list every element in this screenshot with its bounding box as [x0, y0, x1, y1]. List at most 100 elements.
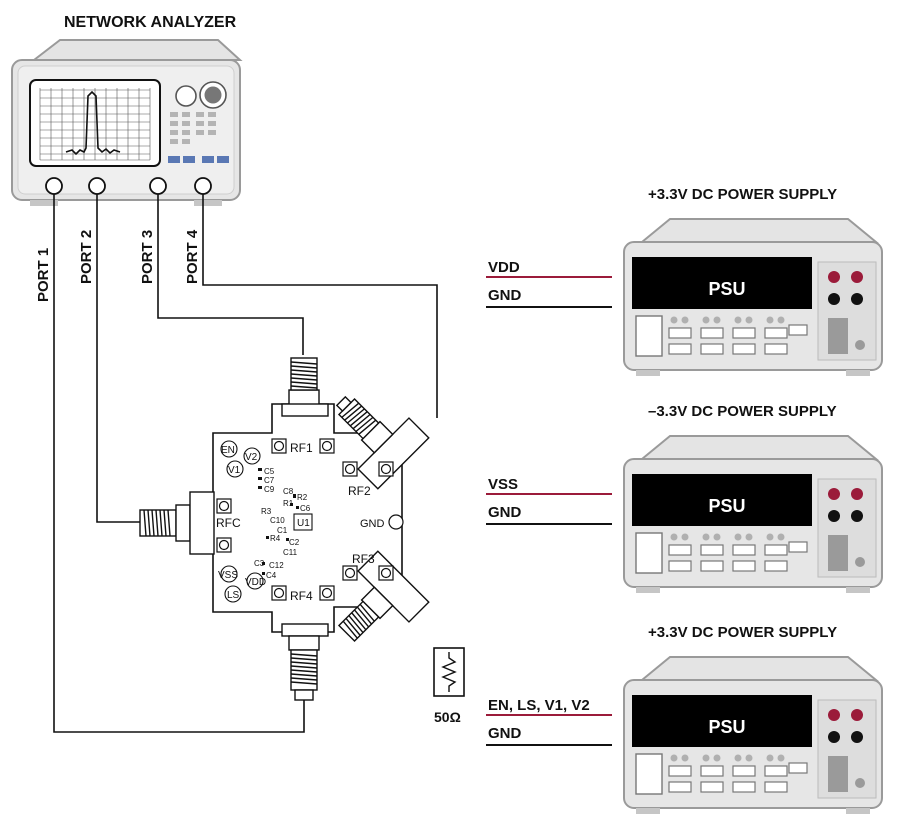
power-supply-1-keys[interactable]	[668, 324, 808, 355]
analyzer-port-3-connector[interactable]	[149, 177, 167, 195]
analyzer-top-handle	[31, 39, 243, 61]
rf2-sma-connector	[335, 395, 430, 490]
rf1-label: RF1	[290, 441, 313, 455]
port-4-label: PORT 4	[184, 229, 201, 284]
rf4-label: RF4	[290, 589, 313, 603]
network-analyzer-title: NETWORK ANALYZER	[64, 14, 237, 31]
power-supply-3: +3.3V DC POWER SUPPLY PSU EN, LS, V1, V2	[486, 624, 883, 814]
designator-r2: R2	[297, 493, 308, 502]
designator-c12: C12	[269, 561, 284, 570]
power-supply-3-red-terminal[interactable]	[851, 709, 863, 721]
rf3-label: RF3	[352, 552, 375, 566]
power-supply-3-screen-text: PSU	[708, 717, 745, 737]
power-supply-2-screen-text: PSU	[708, 496, 745, 516]
power-supply-3-red-terminal[interactable]	[828, 709, 840, 721]
pin-vdd: VDD	[245, 577, 266, 588]
cable-port-2-to-rfc	[96, 194, 140, 523]
power-supply-3-screen	[632, 695, 812, 747]
designator-u1: U1	[297, 518, 310, 529]
power-supply-1-switch[interactable]	[828, 318, 848, 354]
port-3-label: PORT 3	[139, 230, 156, 284]
power-supply-2-keys[interactable]	[668, 541, 808, 572]
power-supply-2-black-terminal[interactable]	[851, 510, 863, 522]
pin-vss: VSS	[218, 570, 238, 581]
rf4-sma-connector	[281, 623, 329, 701]
rf3-sma-connector	[337, 550, 430, 643]
power-supply-3-line2-label: GND	[488, 725, 522, 742]
cable-port-3-to-rf1	[157, 194, 304, 355]
power-supply-2-line1-label: VSS	[488, 476, 518, 493]
power-supply-1-title: +3.3V DC POWER SUPPLY	[648, 186, 837, 203]
designator-c4: C4	[266, 571, 277, 580]
power-supply-2-title: –3.3V DC POWER SUPPLY	[648, 403, 837, 420]
port-1-label: PORT 1	[35, 248, 52, 302]
designator-c7: C7	[264, 476, 275, 485]
power-supply-2-black-terminal[interactable]	[828, 510, 840, 522]
rf-cables	[53, 194, 438, 733]
designator-r1: R1	[283, 499, 294, 508]
power-supply-1-line1-label: VDD	[488, 259, 520, 276]
pin-v1: V1	[228, 465, 241, 476]
termination-label: 50Ω	[434, 709, 461, 725]
power-supply-1: +3.3V DC POWER SUPPLY PSU VDD GND	[486, 186, 883, 376]
termination-50-ohm: 50Ω	[433, 647, 465, 725]
analyzer-trace	[65, 90, 121, 156]
power-supply-1-screen	[632, 257, 812, 309]
evaluation-board: RF1 RF2 RF3 RF4 RFC GND EN V2 V1 VSS VDD…	[139, 357, 430, 701]
gnd-label: GND	[360, 518, 385, 530]
power-supply-1-black-terminal[interactable]	[851, 293, 863, 305]
designator-c9: C9	[264, 485, 275, 494]
rfc-label: RFC	[216, 516, 241, 530]
power-supply-1-black-terminal[interactable]	[828, 293, 840, 305]
designator-c2: C2	[289, 538, 300, 547]
power-supply-3-title: +3.3V DC POWER SUPPLY	[648, 624, 837, 641]
power-supply-2-switch[interactable]	[828, 535, 848, 571]
power-supply-1-red-terminal[interactable]	[851, 271, 863, 283]
designator-c6: C6	[300, 504, 311, 513]
designator-c11: C11	[283, 548, 298, 557]
designator-c5: C5	[264, 467, 275, 476]
power-supply-3-switch[interactable]	[828, 756, 848, 792]
designator-c10: C10	[270, 516, 285, 525]
u1-ic	[293, 513, 313, 531]
analyzer-blue-buttons[interactable]	[168, 156, 229, 163]
power-supply-3-panel-button[interactable]	[635, 753, 663, 795]
rf1-sma-connector	[281, 357, 329, 417]
designator-c8: C8	[283, 487, 294, 496]
power-supply-2-line2-label: GND	[488, 504, 522, 521]
analyzer-port-4-connector[interactable]	[194, 177, 212, 195]
cable-port-4-to-rf2	[202, 194, 438, 418]
power-supply-2: –3.3V DC POWER SUPPLY PSU VSS GND	[486, 403, 883, 593]
power-supply-3-keys[interactable]	[668, 762, 808, 793]
power-supply-1-line2-label: GND	[488, 287, 522, 304]
rfc-sma-connector	[139, 491, 215, 555]
control-pin-rings	[220, 440, 264, 603]
power-supply-1-red-terminal[interactable]	[828, 271, 840, 283]
power-supply-1-panel-button[interactable]	[635, 315, 663, 357]
rf2-label: RF2	[348, 484, 371, 498]
power-supply-2-red-terminal[interactable]	[828, 488, 840, 500]
analyzer-knob-small[interactable]	[175, 85, 197, 107]
analyzer-keypad[interactable]	[170, 112, 216, 144]
power-supply-2-panel-button[interactable]	[635, 532, 663, 574]
component-designators: C5 C7 C9 C8 R2 R1 R3 C6 C10 C1 R4 C2 C11…	[254, 467, 311, 580]
analyzer-screen-grid	[39, 88, 151, 161]
board-screws	[216, 438, 404, 601]
port-2-label: PORT 2	[78, 230, 95, 284]
pin-ls: LS	[227, 590, 240, 601]
designator-r4: R4	[270, 534, 281, 543]
power-supply-3-line1-label: EN, LS, V1, V2	[488, 697, 590, 714]
power-supply-3-black-terminal[interactable]	[851, 731, 863, 743]
power-supply-2-screen	[632, 474, 812, 526]
analyzer-port-2-connector[interactable]	[88, 177, 106, 195]
network-analyzer: NETWORK ANALYZER	[11, 14, 243, 302]
power-supply-2-red-terminal[interactable]	[851, 488, 863, 500]
designator-c3: C3	[254, 559, 265, 568]
resistor-symbol-icon	[441, 652, 457, 692]
power-supply-3-black-terminal[interactable]	[828, 731, 840, 743]
designator-r3: R3	[261, 507, 272, 516]
pin-v2: V2	[245, 452, 258, 463]
analyzer-port-1-connector[interactable]	[45, 177, 63, 195]
